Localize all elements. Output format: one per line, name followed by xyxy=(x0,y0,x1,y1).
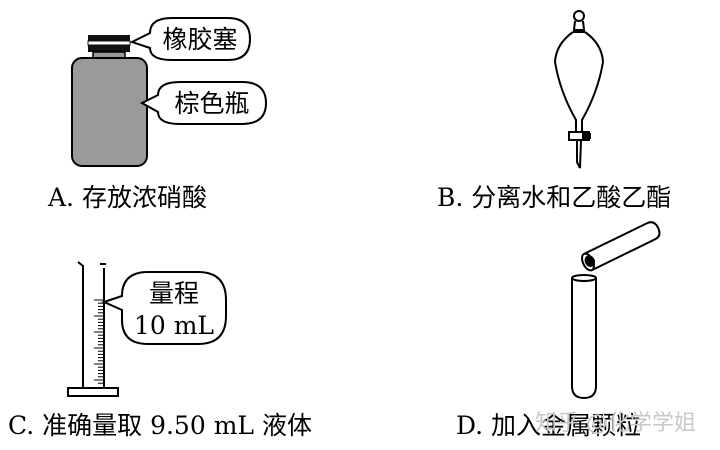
stopper-band xyxy=(88,45,130,52)
funnel-stem xyxy=(576,139,582,169)
upright-test-tube xyxy=(571,278,597,400)
rubber-stopper xyxy=(88,35,130,41)
callout-range-line1: 量程 xyxy=(149,279,199,308)
stopper-ring xyxy=(87,40,131,46)
callout-stopper-text: 橡胶塞 xyxy=(162,25,237,54)
panel-c: 量程 10 mL C. 准确量取 9.50 mL 液体 xyxy=(8,261,312,440)
test-tube-with-granule-icon xyxy=(571,221,661,400)
cylinder-scale xyxy=(94,299,104,384)
panel-d: D. 加入金属颗粒 xyxy=(456,221,661,440)
metal-granule xyxy=(584,255,596,267)
bottle-body xyxy=(71,57,148,167)
callout-range-line2: 10 mL xyxy=(134,311,214,340)
tilted-test-tube xyxy=(581,221,661,272)
callout-range: 量程 10 mL xyxy=(101,271,227,345)
funnel-body xyxy=(553,31,605,132)
graduated-cylinder-icon xyxy=(67,261,119,397)
callout-bottle: 棕色瓶 xyxy=(139,81,268,125)
callout-stopper: 橡胶塞 xyxy=(129,17,252,61)
callout-stopper-bubble xyxy=(129,17,252,61)
caption-c: C. 准确量取 9.50 mL 液体 xyxy=(8,411,312,440)
funnel-stopper xyxy=(572,20,586,31)
callout-range-bubble xyxy=(101,271,227,345)
panel-a: 橡胶塞 棕色瓶 A. 存放浓硝酸 xyxy=(47,17,268,212)
panel-b: B. 分离水和乙酸乙酯 xyxy=(437,10,671,212)
separatory-funnel-icon xyxy=(553,10,605,169)
watermark: 知乎 @化学学姐 xyxy=(535,411,696,436)
callout-bottle-text: 棕色瓶 xyxy=(174,89,249,118)
caption-b: B. 分离水和乙酸乙酯 xyxy=(437,183,671,212)
caption-a: A. 存放浓硝酸 xyxy=(47,183,207,212)
cylinder-base xyxy=(67,387,119,397)
upright-test-tube-mouth xyxy=(571,274,597,282)
callout-bottle-bubble xyxy=(139,81,268,125)
funnel-stopper-knob xyxy=(573,10,585,22)
cylinder-wall xyxy=(77,261,105,388)
brown-reagent-bottle-icon xyxy=(71,35,148,167)
caption-d: D. 加入金属颗粒 xyxy=(456,411,641,440)
funnel-stopcock-handle xyxy=(582,133,591,139)
